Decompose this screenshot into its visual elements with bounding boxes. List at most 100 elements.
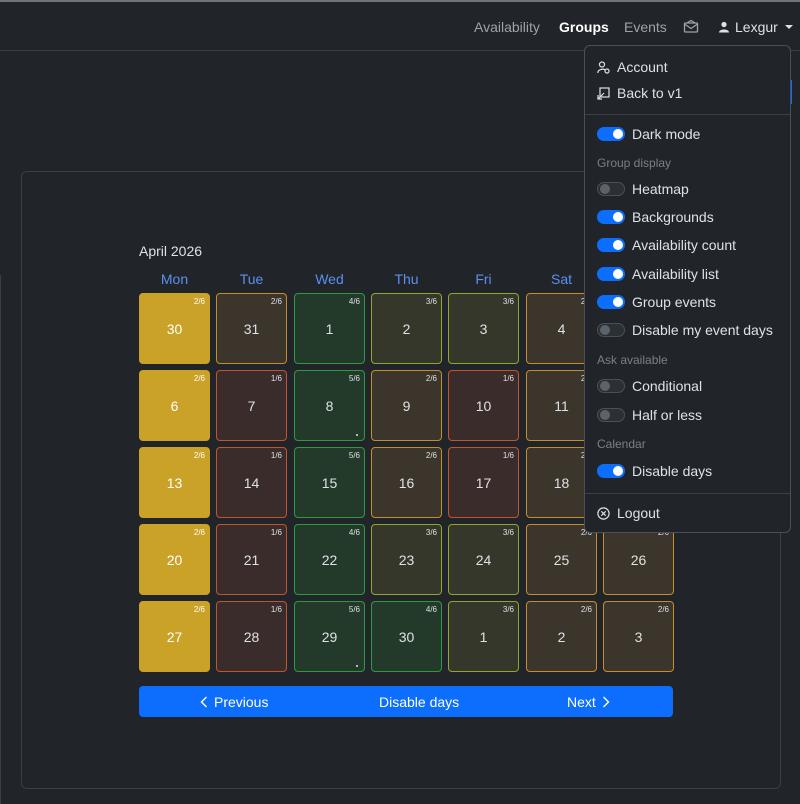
top-strip (0, 0, 800, 2)
heatmap-switch[interactable] (597, 182, 625, 196)
half-or-less-switch[interactable] (597, 408, 625, 422)
day-number: 17 (475, 474, 492, 491)
calendar-day[interactable]: 29 5/6 (294, 601, 365, 672)
calendar-header: Calendar (597, 437, 646, 451)
half-or-less-toggle[interactable]: Half or less (597, 407, 702, 423)
day-number: 8 (325, 397, 334, 414)
availability-count-badge: 1/6 (502, 374, 514, 383)
dark-mode-toggle[interactable]: Dark mode (597, 126, 700, 142)
user-dropdown-menu: Account Back to v1 Dark mode Group displ… (584, 45, 791, 533)
day-number: 16 (398, 474, 415, 491)
disable-days-button[interactable]: Disable days (379, 694, 459, 710)
disable-days-switch[interactable] (597, 464, 625, 478)
day-of-week-fri: Fri (475, 271, 492, 287)
disable-my-event-days-switch[interactable] (597, 323, 625, 337)
calendar-day[interactable]: 262/6 (603, 524, 674, 595)
back-to-v1-menu-item[interactable]: Back to v1 (597, 85, 682, 101)
envelope-icon[interactable] (683, 19, 699, 40)
availability-count-badge: 5/6 (348, 605, 360, 614)
account-menu-item[interactable]: Account (597, 59, 668, 75)
nav-availability[interactable]: Availability (474, 19, 540, 35)
calendar-day[interactable]: 2 2/6 (526, 601, 597, 672)
calendar-day[interactable]: 22 4/6 (294, 524, 365, 595)
availability-list-switch[interactable] (597, 267, 625, 281)
day-number: 9 (402, 397, 411, 414)
day-number: 20 (166, 551, 183, 568)
conditional-toggle[interactable]: Conditional (597, 378, 702, 394)
user-gear-icon (597, 60, 610, 74)
day-number: 3 (634, 628, 643, 645)
disable-my-event-days-toggle[interactable]: Disable my event days (597, 322, 773, 338)
next-button[interactable]: Next (567, 694, 610, 710)
day-number: 11 (554, 397, 569, 414)
day-number: 2 (557, 628, 566, 645)
user-menu-toggle[interactable]: Lexgur (718, 19, 793, 35)
calendar-day[interactable]: 10 1/6 (448, 370, 519, 441)
backgrounds-switch[interactable] (597, 210, 625, 224)
dark-mode-switch[interactable] (597, 127, 625, 141)
day-number: 22 (321, 551, 338, 568)
logout-menu-item[interactable]: Logout (597, 505, 660, 521)
calendar-day[interactable]: 21 1/6 (216, 524, 287, 595)
disable-days-toggle[interactable]: Disable days (597, 463, 712, 479)
availability-count-badge: 2/6 (580, 605, 592, 614)
availability-count-badge: 2/6 (193, 605, 205, 614)
group-events-toggle[interactable]: Group events (597, 294, 716, 310)
day-number: 21 (243, 551, 260, 568)
previous-label: Previous (214, 694, 269, 710)
day-number: 18 (553, 474, 570, 491)
user-icon (719, 21, 729, 33)
day-number: 29 (321, 628, 338, 645)
availability-count-badge: 1/6 (270, 528, 282, 537)
availability-count-badge: 4/6 (425, 605, 437, 614)
availability-count-badge: 4/6 (348, 528, 360, 537)
availability-count-toggle[interactable]: Availability count (597, 237, 736, 253)
back-to-v1-label: Back to v1 (617, 85, 683, 101)
availability-count-badge: 3/6 (425, 297, 437, 306)
day-of-week-tue: Tue (239, 271, 264, 287)
previous-button[interactable]: Previous (200, 694, 268, 710)
calendar-day[interactable]: 27 2/6 (139, 601, 210, 672)
availability-list-toggle[interactable]: Availability list (597, 266, 719, 282)
availability-count-badge: 3/6 (502, 605, 514, 614)
backgrounds-toggle[interactable]: Backgrounds (597, 209, 714, 225)
availability-count-badge: 2/6 (193, 297, 205, 306)
conditional-switch[interactable] (597, 379, 625, 393)
day-number: 27 (166, 628, 183, 645)
day-number: 1 (325, 320, 334, 337)
day-number: 10 (475, 397, 492, 414)
availability-count-badge: 1/6 (270, 451, 282, 460)
day-number: 31 (243, 320, 260, 337)
ask-available-header: Ask available (597, 353, 668, 367)
day-number: 23 (398, 551, 415, 568)
nav-events[interactable]: Events (624, 19, 667, 35)
heatmap-toggle[interactable]: Heatmap (597, 181, 689, 197)
group-events-switch[interactable] (597, 295, 625, 309)
group-events-label: Group events (632, 294, 717, 310)
day-number: 26 (630, 551, 647, 568)
nav-groups[interactable]: Groups (559, 19, 609, 35)
availability-count-switch[interactable] (597, 238, 625, 252)
